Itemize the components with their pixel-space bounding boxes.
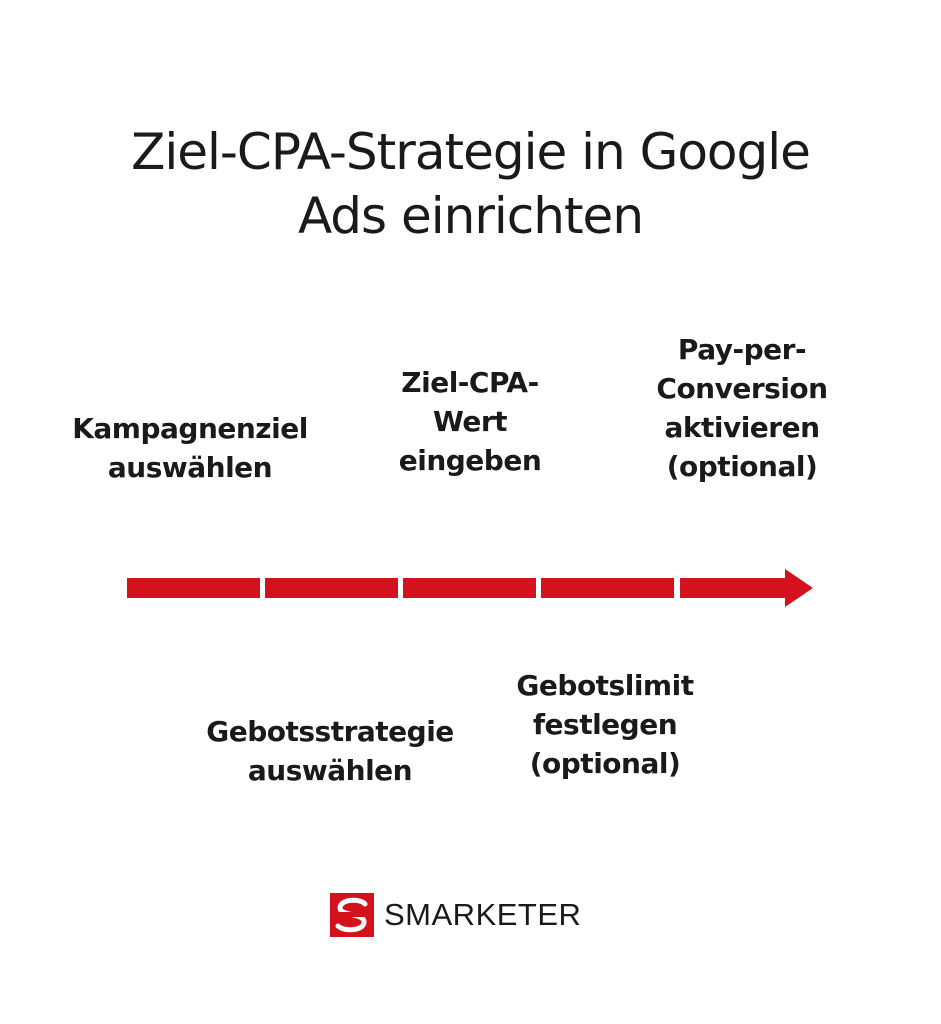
smarketer-s-logo-icon — [330, 893, 374, 937]
title-line-2: Ads einrichten — [297, 187, 644, 245]
step-2-line-2: auswählen — [247, 754, 413, 787]
step-5-line-2: Conversion — [656, 372, 828, 405]
step-1-line-2: auswählen — [107, 451, 273, 484]
step-1-line-1: Kampagnenziel — [72, 412, 308, 445]
timeline-segment-2 — [265, 578, 398, 598]
step-4-line-1: Gebotslimit — [516, 669, 694, 702]
timeline-segment-4 — [541, 578, 674, 598]
step-4-line-3: (optional) — [529, 747, 681, 780]
title-line-1: Ziel-CPA-Strategie in Google — [131, 123, 811, 181]
step-3-line-2: Wert — [432, 405, 508, 438]
step-2-line-1: Gebotsstrategie — [206, 715, 454, 748]
step-3-line-3: eingeben — [398, 444, 542, 477]
step-5-line-1: Pay-per- — [677, 333, 807, 366]
step-4-line-2: festlegen — [532, 708, 678, 741]
timeline-segment-1 — [127, 578, 260, 598]
diagram-title: Ziel-CPA-Strategie in Google Ads einrich… — [0, 120, 941, 248]
step-5-line-4: (optional) — [666, 450, 818, 483]
step-3-line-1: Ziel-CPA- — [401, 366, 539, 399]
step-3-label: Ziel-CPA- Wert eingeben — [320, 363, 620, 480]
timeline-segment-3 — [403, 578, 536, 598]
brand-logo: SMARKETER — [330, 893, 581, 937]
timeline-arrowhead — [680, 569, 813, 607]
step-2-label: Gebotsstrategie auswählen — [180, 712, 480, 790]
step-5-line-3: aktivieren — [664, 411, 820, 444]
step-5-label: Pay-per- Conversion aktivieren (optional… — [592, 330, 892, 486]
brand-name: SMARKETER — [384, 897, 582, 932]
step-4-label: Gebotslimit festlegen (optional) — [455, 666, 755, 783]
step-1-label: Kampagnenziel auswählen — [40, 409, 340, 487]
